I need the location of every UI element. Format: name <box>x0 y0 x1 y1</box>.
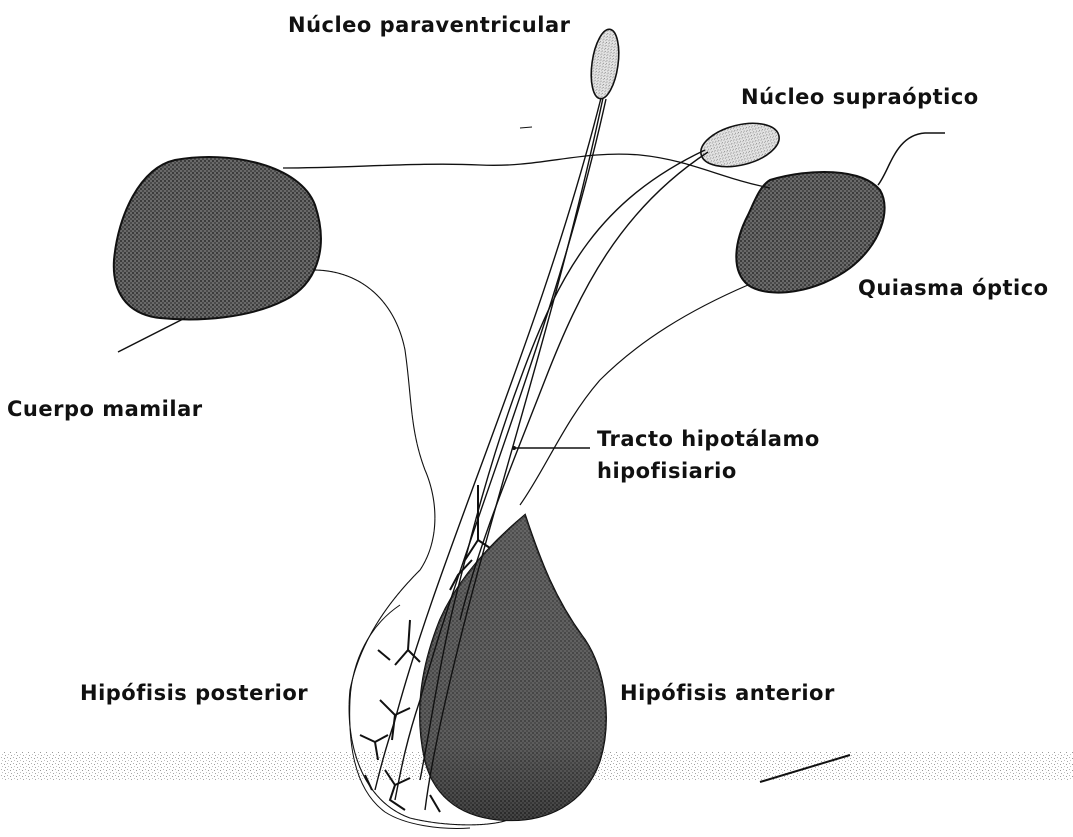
mamillary-body-shape <box>114 157 321 319</box>
label-optic-chiasm: Quiasma óptico <box>858 275 1049 301</box>
label-anterior-pituitary: Hipófisis anterior <box>620 680 835 706</box>
anterior-pituitary-texture <box>420 515 606 820</box>
paraventricular-nucleus-shape <box>587 28 622 101</box>
label-mamillary-body: Cuerpo mamilar <box>7 396 203 422</box>
label-paraventricular-nucleus: Núcleo paraventricular <box>288 12 570 38</box>
tract-pointer-dot <box>512 446 516 450</box>
label-tract-line2: hipofisiario <box>597 458 737 484</box>
label-tract-line1: Tracto hipotálamo <box>597 426 820 452</box>
optic-chiasm-pointer-line <box>878 133 945 185</box>
floor-dash <box>520 127 532 128</box>
label-supraoptic-nucleus: Núcleo supraóptico <box>741 84 979 110</box>
label-posterior-pituitary: Hipófisis posterior <box>80 680 308 706</box>
supraoptic-nucleus-shape <box>696 116 783 174</box>
mamillary-pointer-line <box>118 318 185 352</box>
